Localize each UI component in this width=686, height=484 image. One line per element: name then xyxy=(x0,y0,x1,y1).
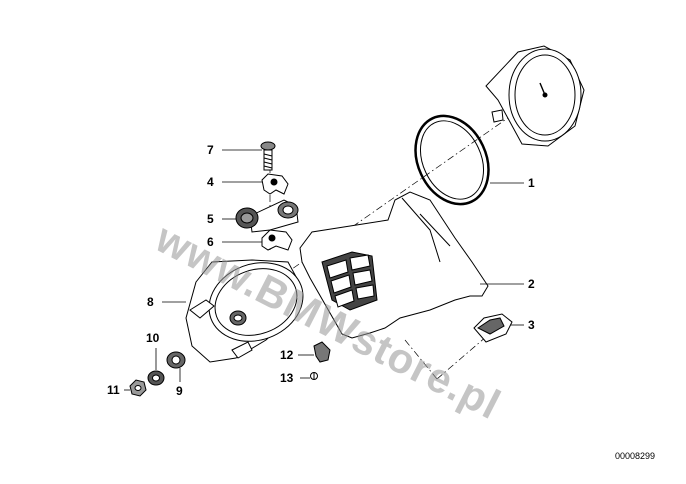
instrument-housing xyxy=(485,45,585,147)
callout-3: 3 xyxy=(528,318,535,332)
callout-4: 4 xyxy=(207,175,214,189)
callout-2: 2 xyxy=(528,277,535,291)
callout-13: 13 xyxy=(280,371,294,385)
bracket-lower xyxy=(261,229,293,251)
sleeve-part-9 xyxy=(166,351,186,369)
clip-part-12 xyxy=(313,341,331,363)
callout-11: 11 xyxy=(107,383,120,397)
switch-knob xyxy=(235,199,299,233)
callout-10: 10 xyxy=(146,331,160,345)
callout-9: 9 xyxy=(176,384,183,398)
callout-5: 5 xyxy=(207,212,214,226)
washer-part-10 xyxy=(147,370,165,386)
clip-part-3 xyxy=(473,313,513,343)
drawing-number: 00008299 xyxy=(615,451,656,461)
callout-8: 8 xyxy=(147,295,154,309)
screw-part-7 xyxy=(260,141,276,171)
screw-part-13 xyxy=(310,372,318,380)
leader-lines xyxy=(124,149,524,391)
assembly-axis-lines xyxy=(221,91,546,380)
callout-6: 6 xyxy=(207,235,214,249)
callout-1: 1 xyxy=(528,176,535,190)
callout-12: 12 xyxy=(280,348,294,362)
instrument-panel-cover xyxy=(299,191,489,339)
callout-7: 7 xyxy=(207,143,214,157)
bracket-upper xyxy=(261,173,289,195)
cup-housing xyxy=(185,259,304,363)
nut-part-11 xyxy=(129,379,147,397)
bezel-ring xyxy=(414,114,490,206)
